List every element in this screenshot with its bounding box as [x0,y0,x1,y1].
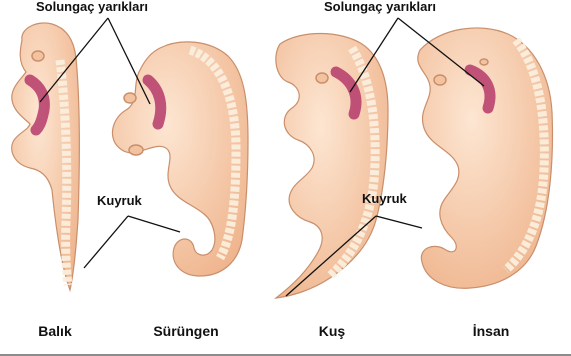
pointer-tail-left-a [84,216,128,268]
caption-fish: Balık [38,324,71,338]
fish-embryo [12,23,80,290]
pointer-tail-left-b [128,216,180,232]
gill-slits-label-left: Solungaç yarıkları [36,0,148,13]
gill-slits-label-right: Solungaç yarıkları [324,0,436,13]
caption-human: İnsan [473,324,510,338]
tail-label-left: Kuyruk [97,194,142,207]
bird-embryo [276,34,388,299]
reptile-embryo [112,42,248,276]
pointer-tail-right-b [376,216,422,228]
human-embryo [418,28,553,288]
caption-bird: Kuş [319,324,345,338]
caption-reptile: Sürüngen [153,324,218,338]
tail-label-right: Kuyruk [362,192,407,205]
pointer-gill-left-b [108,18,150,104]
